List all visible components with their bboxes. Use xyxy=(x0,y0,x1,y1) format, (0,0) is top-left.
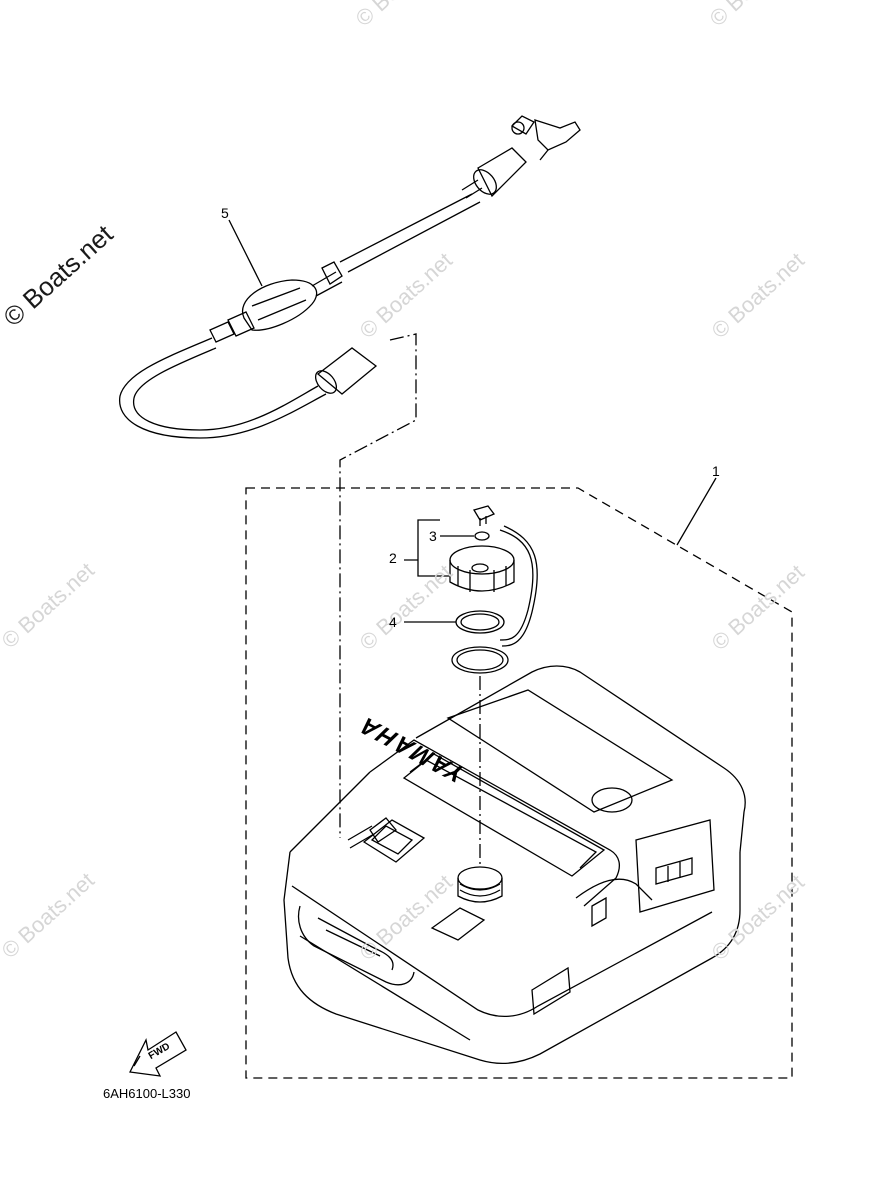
callout-4[interactable]: 4 xyxy=(389,614,397,630)
callout-3[interactable]: 3 xyxy=(429,528,437,544)
fuel-hose-assembly[interactable] xyxy=(119,115,581,439)
cap-gasket[interactable] xyxy=(451,610,509,674)
callout-1[interactable]: 1 xyxy=(712,463,720,479)
fuel-tank-body[interactable] xyxy=(283,665,746,1065)
assembly-boundary xyxy=(245,487,793,1079)
callout-2[interactable]: 2 xyxy=(389,550,397,566)
leader-5 xyxy=(228,219,263,287)
hose-connection-line xyxy=(339,333,417,838)
leader-1 xyxy=(676,477,717,546)
fwd-arrow xyxy=(129,1031,187,1077)
callout-bracket xyxy=(404,519,450,577)
callout-5[interactable]: 5 xyxy=(221,205,229,221)
fuel-cap[interactable] xyxy=(449,525,538,647)
vent-screw[interactable] xyxy=(473,505,496,541)
diagram-code: 6AH6100-L330 xyxy=(103,1086,191,1101)
